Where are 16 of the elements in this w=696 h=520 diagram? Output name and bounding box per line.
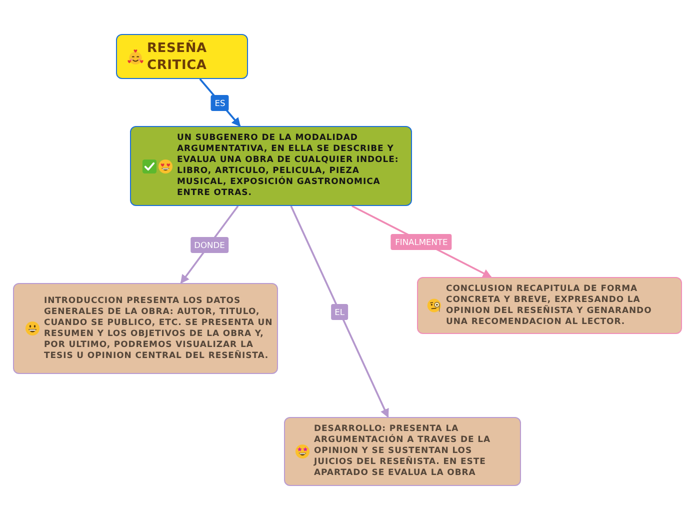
node-text: RESEÑA CRITICA bbox=[147, 40, 208, 74]
concept-box bbox=[130, 126, 412, 206]
node-text: UN SUBGENERO DE LA MODALIDAD ARGUMENTATIVA, EN ELLA SE DESCRIBE Y EVALUA UNA OBRA DE CUALQUIER INDOLE: LIBRO, ARTICULO, PELICULA, PIEZA MUSICAL, EXPOSICIÓN GASTRONOMICA ENTRE OTRAS. bbox=[177, 133, 400, 199]
edge-label: DONDE bbox=[190, 236, 229, 252]
edge-label: ES bbox=[210, 94, 230, 110]
node-text: CONCLUSION RECAPITULA DE FORMA CONCRETA Y BREVE, EXPRESANDO LA OPINION DEL RESEÑISTA Y GENARANDO UNA RECOMENDACION AL LECTOR. bbox=[446, 284, 653, 328]
arrow bbox=[290, 206, 389, 418]
detail-box bbox=[417, 277, 682, 334]
node-text: DESARROLLO: PRESENTA LA ARGUMENTACIÓN A TRAVES DE LA OPINION Y SE SUSTENTAN LOS JUICIOS DEL RESEÑISTA. EN ESTE APARTADO SE EVALUA LA OBRA bbox=[314, 424, 492, 479]
topic-box bbox=[116, 34, 248, 79]
edge-label: EL bbox=[330, 304, 348, 320]
detail-box bbox=[284, 417, 521, 486]
node-text: INTRODUCCION PRESENTA LOS DATOS GENERALES DE LA OBRA: AUTOR, TITULO, CUANDO SE PUBLICO, ETC. SE PRESENTA UN RESUMEN Y LOS OBJETIVOS DE LA OBRA Y, POR ULTIMO, PODREMOS VISUALIZAR LA TESIS U OPINION CENTRAL DEL RESEÑISTA. bbox=[44, 296, 273, 362]
arrow bbox=[199, 78, 241, 127]
edge-label: FINALMENTE bbox=[391, 234, 452, 250]
detail-box bbox=[13, 283, 278, 374]
